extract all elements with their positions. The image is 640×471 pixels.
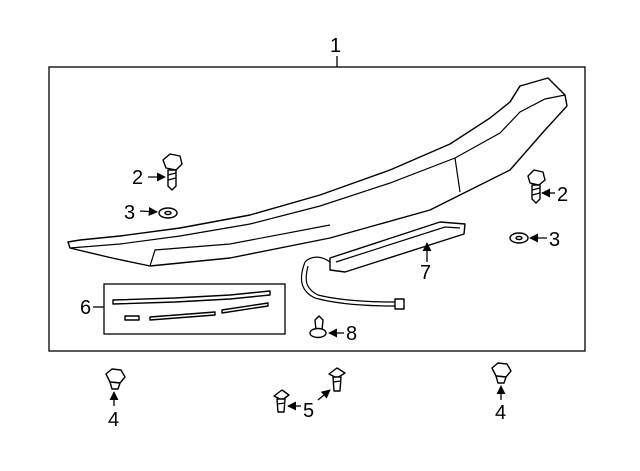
nut-right	[491, 362, 512, 384]
washer-left	[158, 207, 178, 219]
bolt-left	[162, 153, 183, 191]
screw	[309, 315, 327, 339]
washer-right	[509, 232, 529, 244]
callout-tape-kit: 6	[80, 297, 91, 319]
tape-kit-box	[103, 283, 286, 335]
callout-nut-right: 4	[495, 402, 506, 424]
spoiler	[67, 77, 568, 267]
callout-washer-right: 3	[549, 229, 560, 251]
stop-lamp	[300, 221, 466, 310]
callout-spoiler: 1	[330, 35, 341, 57]
callout-bolt-right: 2	[557, 184, 568, 206]
assembly-frame	[48, 66, 586, 352]
push-clip-right	[328, 367, 346, 392]
callout-washer-left: 3	[124, 202, 135, 224]
nut-left	[105, 368, 126, 390]
leader-washer-left	[139, 206, 158, 217]
leader-clips-right	[317, 389, 331, 401]
bolt-right	[527, 169, 546, 204]
callout-nut-left: 4	[108, 409, 119, 431]
callout-clips: 5	[303, 400, 314, 422]
push-clip-left	[273, 389, 290, 413]
callout-bolt-left: 2	[132, 167, 143, 189]
callout-stop-lamp: 7	[420, 262, 431, 284]
tape-kit	[103, 283, 286, 335]
callout-screw: 8	[346, 323, 357, 345]
